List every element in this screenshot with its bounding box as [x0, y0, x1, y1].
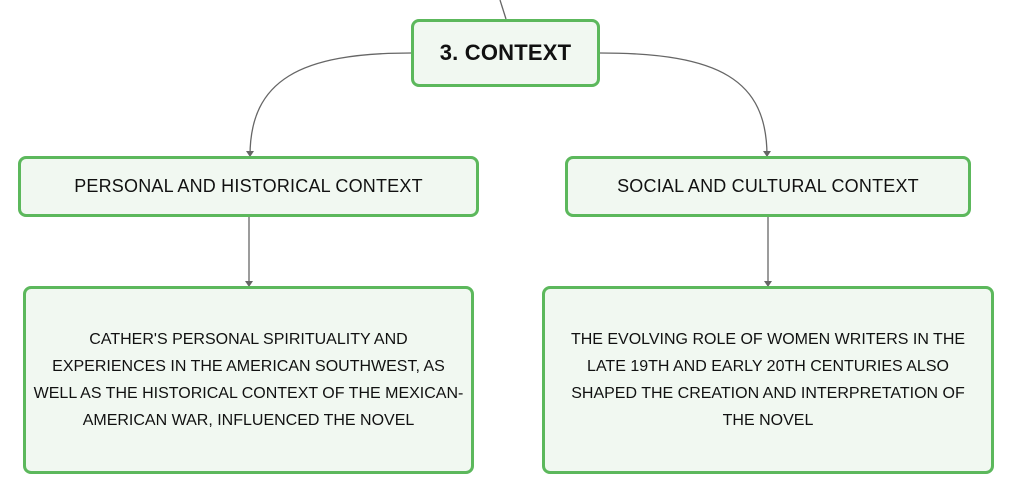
- personal-historical-detail-node[interactable]: CATHER'S PERSONAL SPIRITUALITY AND EXPER…: [23, 286, 474, 474]
- social-cultural-context-label: SOCIAL AND CULTURAL CONTEXT: [617, 176, 919, 196]
- root-node-label: 3. CONTEXT: [439, 40, 572, 65]
- connector-root-to-social: [599, 52, 768, 157]
- personal-historical-context-label: PERSONAL AND HISTORICAL CONTEXT: [74, 176, 423, 196]
- social-cultural-detail-node[interactable]: THE EVOLVING ROLE OF WOMEN WRITERS IN TH…: [542, 286, 994, 474]
- arrowhead-social-detail: [764, 281, 772, 287]
- arrowhead-personal: [246, 151, 254, 157]
- connector-parent-to-root: [499, 0, 507, 20]
- connector-root-to-personal: [249, 52, 412, 157]
- personal-historical-detail-text: CATHER'S PERSONAL SPIRITUALITY AND EXPER…: [33, 331, 464, 429]
- personal-historical-context-node[interactable]: PERSONAL AND HISTORICAL CONTEXT: [18, 156, 479, 217]
- root-node[interactable]: 3. CONTEXT: [411, 19, 600, 87]
- social-cultural-detail-text: THE EVOLVING ROLE OF WOMEN WRITERS IN TH…: [570, 331, 966, 429]
- arrowhead-social: [763, 151, 771, 157]
- social-cultural-context-node[interactable]: SOCIAL AND CULTURAL CONTEXT: [565, 156, 971, 217]
- arrowhead-personal-detail: [245, 281, 253, 287]
